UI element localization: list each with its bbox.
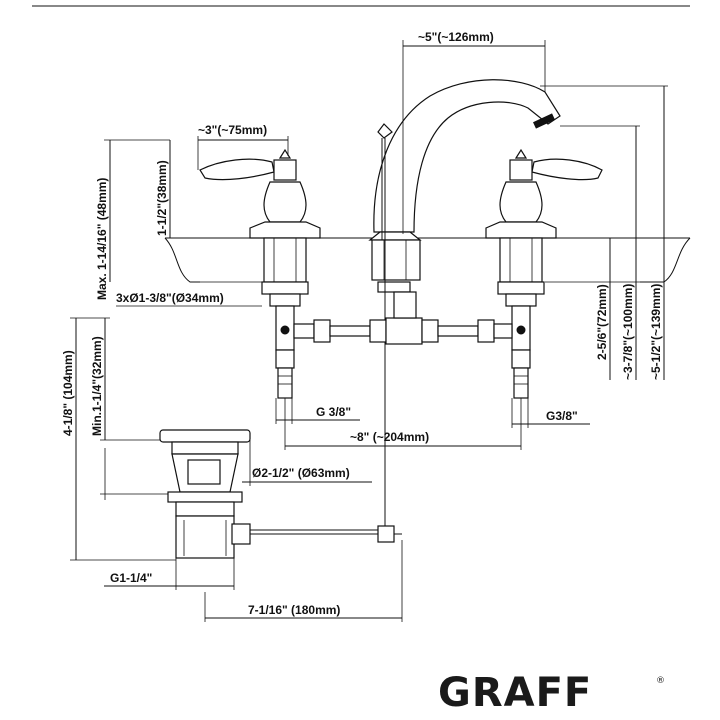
dim-handle-length: ~3"(~75mm) [198, 123, 267, 137]
logo-text: GRAFF [438, 670, 592, 716]
dim-drain-thread: G1-1/4" [110, 571, 152, 585]
dimension-lines [70, 40, 668, 622]
dim-handle-height: 1-1/2"(38mm) [155, 160, 169, 236]
countertop [164, 237, 691, 283]
connector-hoses [293, 291, 513, 345]
dim-drain-rod: 7-1/16" (180mm) [248, 603, 340, 617]
spout [368, 79, 561, 293]
drain-assembly [159, 429, 402, 559]
dim-handle-total-height: ~3-7/8"(~100mm) [621, 284, 635, 380]
dim-max-deck: Max. 1-14/16" (48mm) [95, 178, 109, 300]
right-handle [485, 148, 603, 399]
dim-spout-total-height: ~5-1/2"(~139mm) [649, 284, 663, 380]
graff-logo: GRAFF ® [438, 670, 665, 716]
dim-mount-hole: 3xØ1-3/8"(Ø34mm) [116, 291, 224, 305]
dim-left-connection: G 3/8" [316, 405, 351, 419]
dim-spout-outlet-height: 2-5/6"(72mm) [595, 284, 609, 360]
left-handle [199, 148, 321, 399]
dim-spread: ~8" (~204mm) [350, 430, 429, 444]
registered-mark: ® [656, 676, 665, 686]
dim-drain-diameter: Ø2-1/2" (Ø63mm) [252, 466, 350, 480]
dim-right-connection: G3/8" [546, 409, 578, 423]
dim-drain-height: 4-1/8" (104mm) [61, 350, 75, 436]
dim-spout-reach: ~5"(~126mm) [418, 30, 494, 44]
dim-min-deck: Min.1-1/4"(32mm) [90, 336, 104, 436]
